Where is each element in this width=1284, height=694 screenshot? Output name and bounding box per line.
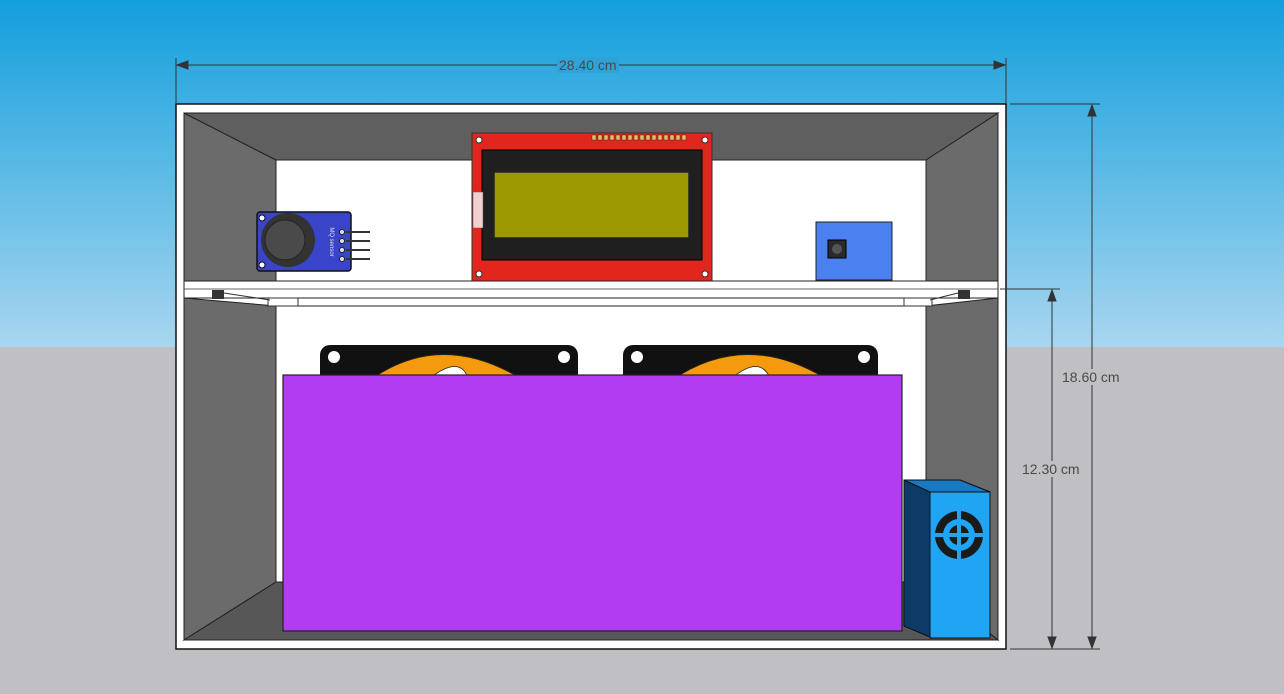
lcd-header-pins	[591, 134, 687, 141]
divider-shelf	[183, 280, 999, 307]
gas-sensor-module: MQ sensor	[256, 211, 370, 272]
push-button-module	[815, 221, 893, 281]
lcd-display-module	[471, 132, 713, 282]
width-dimension-label: 28.40 cm	[557, 57, 619, 73]
lower-height-dimension-label: 12.30 cm	[1020, 461, 1082, 477]
dust-sensor-module	[903, 479, 991, 639]
battery-block	[282, 374, 903, 632]
total-height-dimension-label: 18.60 cm	[1060, 369, 1122, 385]
lcd-screen	[493, 171, 690, 239]
lower-left-panel	[183, 297, 277, 641]
gas-sensor-label: MQ sensor	[328, 227, 334, 256]
